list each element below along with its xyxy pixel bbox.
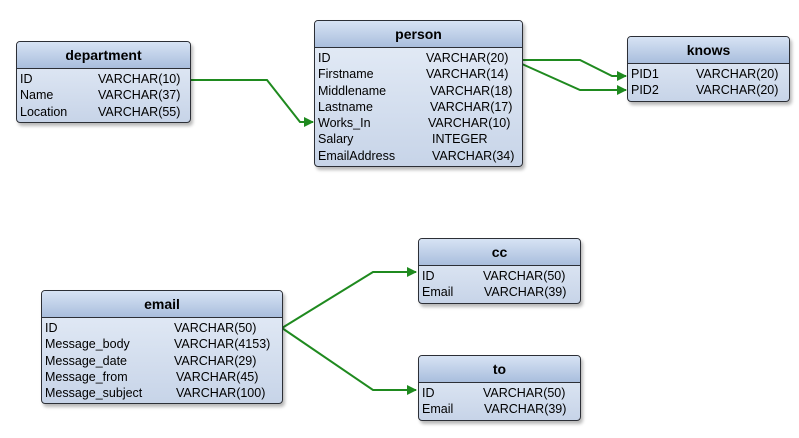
field-type: INTEGER	[432, 132, 488, 147]
field-row[interactable]: PID1 VARCHAR(20)	[629, 66, 789, 82]
field-type: VARCHAR(55)	[98, 104, 181, 119]
field-row[interactable]: Works_In VARCHAR(10)	[316, 115, 522, 131]
field-row[interactable]: ID VARCHAR(50)	[420, 385, 580, 401]
connector-person-id-to-knows-pid1	[522, 59, 627, 81]
field-type: VARCHAR(50)	[483, 386, 566, 400]
field-row[interactable]: Firstname VARCHAR(14)	[316, 66, 522, 82]
field-name: Message_from	[45, 369, 128, 384]
table-cc[interactable]: cc ID VARCHAR(50) Email VARCHAR(39)	[418, 238, 581, 304]
field-row[interactable]: Salary INTEGER	[316, 131, 522, 147]
field-row[interactable]: ID VARCHAR(50)	[420, 268, 580, 284]
field-type: VARCHAR(20)	[696, 67, 779, 81]
field-name: PID2	[631, 83, 659, 98]
table-title: department	[17, 42, 190, 69]
field-name: ID	[422, 386, 435, 400]
table-department[interactable]: department ID VARCHAR(10) Name VARCHAR(3…	[16, 41, 191, 123]
connector-department-id-to-person-works-in	[190, 79, 314, 127]
field-name: PID1	[631, 67, 659, 81]
field-name: Lastname	[318, 99, 373, 114]
field-row[interactable]: Message_body VARCHAR(4153)	[43, 336, 282, 352]
field-type: VARCHAR(39)	[484, 285, 567, 300]
field-row[interactable]: Middlename VARCHAR(18)	[316, 83, 522, 99]
field-row[interactable]: Lastname VARCHAR(17)	[316, 99, 522, 115]
field-row[interactable]: Message_subject VARCHAR(100)	[43, 385, 282, 401]
field-type: VARCHAR(39)	[484, 402, 567, 417]
table-title: email	[42, 291, 282, 318]
field-row[interactable]: ID VARCHAR(20)	[316, 50, 522, 66]
field-row[interactable]: ID VARCHAR(50)	[43, 320, 282, 336]
table-to[interactable]: to ID VARCHAR(50) Email VARCHAR(39)	[418, 355, 581, 421]
field-type: VARCHAR(14)	[426, 67, 509, 82]
field-type: VARCHAR(50)	[483, 269, 566, 283]
field-name: EmailAddress	[318, 148, 396, 163]
field-row[interactable]: Message_from VARCHAR(45)	[43, 369, 282, 385]
field-type: VARCHAR(45)	[176, 369, 259, 384]
field-name: ID	[20, 72, 33, 86]
field-row[interactable]: ID VARCHAR(10)	[18, 71, 190, 87]
table-knows[interactable]: knows PID1 VARCHAR(20) PID2 VARCHAR(20)	[627, 36, 790, 102]
table-email[interactable]: email ID VARCHAR(50) Message_body VARCHA…	[41, 290, 283, 405]
connector-email-id-to-to-id	[281, 327, 417, 395]
field-type: VARCHAR(10)	[428, 116, 511, 131]
field-row[interactable]: Location VARCHAR(55)	[18, 104, 190, 120]
field-type: VARCHAR(37)	[98, 88, 181, 103]
table-person[interactable]: person ID VARCHAR(20) Firstname VARCHAR(…	[314, 20, 523, 168]
field-type: VARCHAR(20)	[696, 83, 779, 98]
table-title: person	[315, 21, 522, 48]
field-name: Salary	[318, 132, 354, 147]
field-type: VARCHAR(4153)	[174, 337, 271, 352]
field-name: ID	[45, 321, 58, 335]
field-name: ID	[318, 51, 331, 65]
field-row[interactable]: EmailAddress VARCHAR(34)	[316, 148, 522, 164]
field-type: VARCHAR(18)	[430, 83, 513, 98]
field-name: Location	[20, 104, 68, 119]
field-row[interactable]: Message_date VARCHAR(29)	[43, 353, 282, 369]
field-type: VARCHAR(100)	[176, 386, 266, 401]
field-name: Email	[422, 285, 454, 300]
field-type: VARCHAR(50)	[174, 321, 257, 335]
connector-person-id-to-knows-pid2	[521, 63, 627, 95]
field-name: ID	[422, 269, 435, 283]
field-name: Message_subject	[45, 386, 143, 401]
table-title: cc	[419, 239, 580, 266]
field-row[interactable]: PID2 VARCHAR(20)	[629, 82, 789, 98]
field-type: VARCHAR(20)	[426, 51, 509, 65]
field-type: VARCHAR(29)	[174, 353, 257, 368]
field-name: Message_date	[45, 353, 128, 368]
field-row[interactable]: Email VARCHAR(39)	[420, 401, 580, 417]
field-name: Name	[20, 88, 54, 103]
table-title: to	[419, 356, 580, 383]
field-type: VARCHAR(17)	[430, 99, 513, 114]
field-row[interactable]: Email VARCHAR(39)	[420, 284, 580, 300]
field-name: Email	[422, 402, 454, 417]
connector-email-id-to-cc-id	[281, 267, 417, 329]
field-name: Middlename	[318, 83, 387, 98]
field-name: Works_In	[318, 116, 371, 131]
field-type: VARCHAR(34)	[432, 148, 515, 163]
field-type: VARCHAR(10)	[98, 72, 181, 86]
field-name: Message_body	[45, 337, 130, 352]
field-row[interactable]: Name VARCHAR(37)	[18, 87, 190, 103]
field-name: Firstname	[318, 67, 374, 82]
table-title: knows	[628, 37, 789, 64]
